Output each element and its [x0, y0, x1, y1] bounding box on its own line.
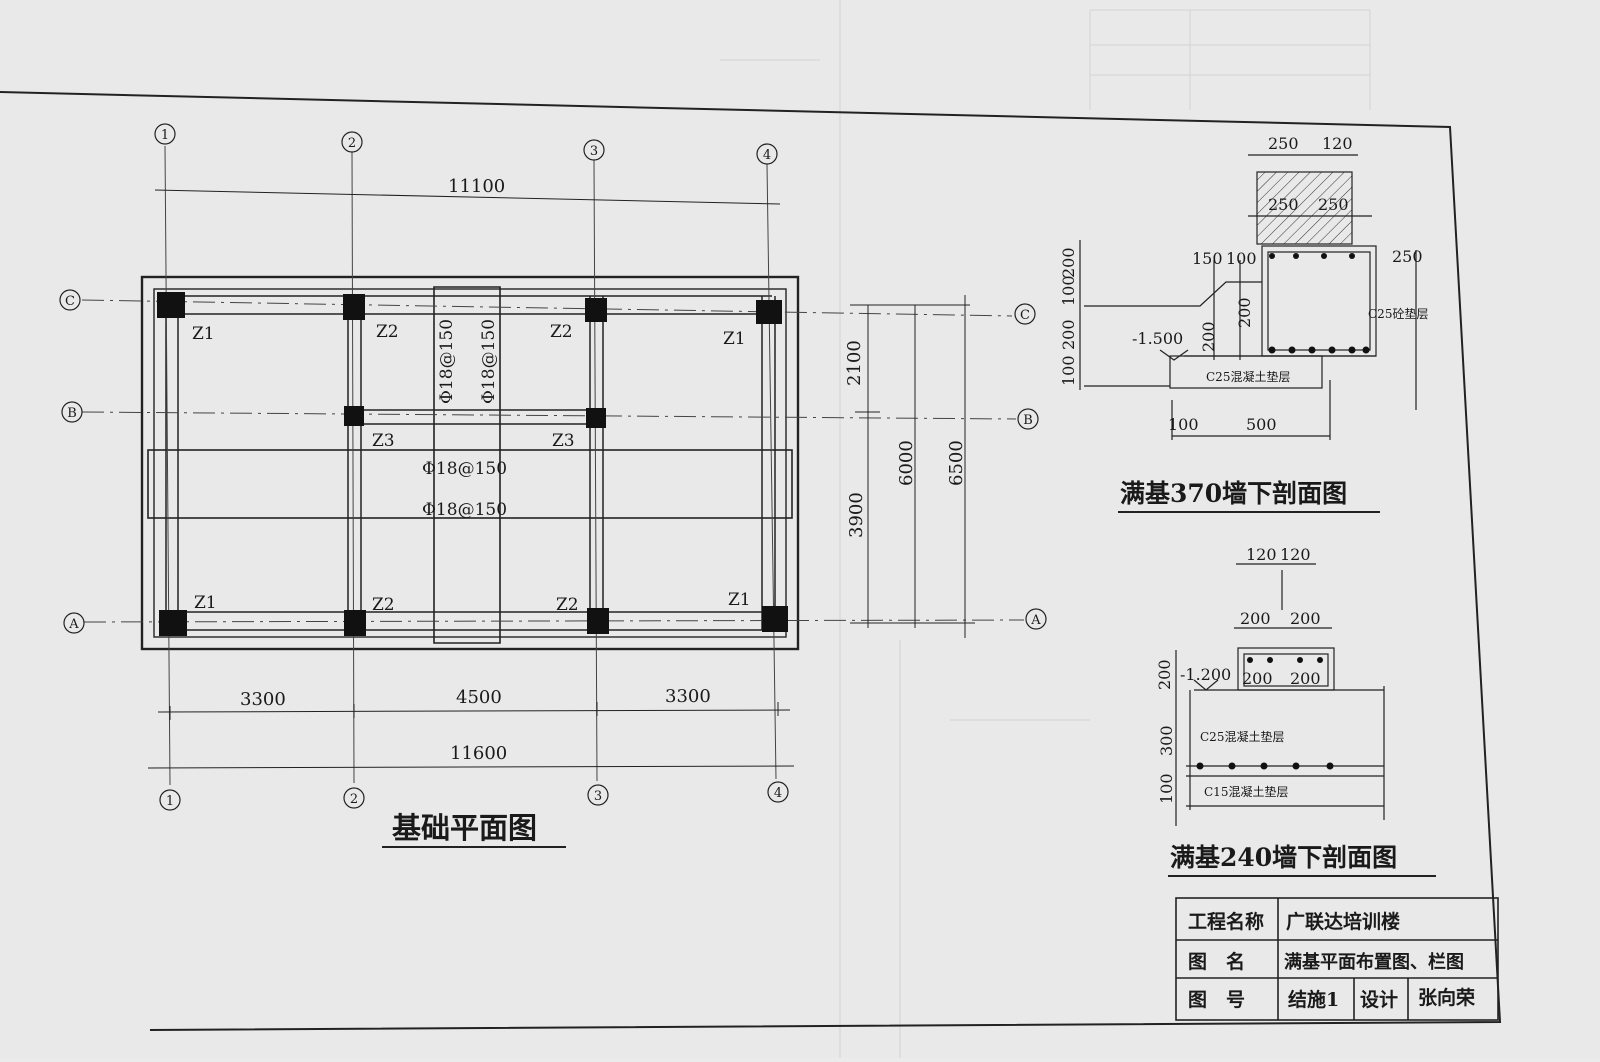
sec240-dim-inner: 200 — [1242, 669, 1273, 688]
sec370-elevation: -1.500 — [1132, 329, 1183, 348]
axis-bubble-b-left: B — [67, 406, 77, 421]
sec240-dim-mid: 200 — [1290, 609, 1321, 628]
dim-right: 6000 — [896, 440, 917, 486]
slab-outline — [140, 275, 800, 651]
column-label: Z1 — [192, 324, 215, 344]
axis-bubble-4-top: 4 — [763, 148, 771, 163]
dim-span: 4500 — [456, 687, 502, 708]
column-label: Z2 — [376, 322, 399, 342]
sec370-dim-inner: 200 — [1235, 297, 1254, 328]
dim-right: 3900 — [846, 492, 867, 538]
dim-span: 3300 — [665, 686, 711, 707]
section-370: 250 120 250 250 150 100 250 200 100 200 … — [1059, 134, 1428, 513]
sec240-title: 满基240墙下剖面图 — [1170, 843, 1397, 872]
rebar-note: Φ18@150 — [479, 319, 499, 404]
dim-right: 6500 — [946, 440, 967, 486]
rebar-note: Φ18@150 — [437, 319, 457, 404]
sec240-material: C25混凝土垫层 — [1200, 729, 1284, 744]
tb-project-label: 工程名称 — [1188, 910, 1264, 933]
axis-bubble-a-right: A — [1030, 613, 1041, 628]
dimension-lines — [147, 189, 975, 769]
sec370-dim-top: 120 — [1322, 134, 1353, 153]
tb-number-value: 结施1 — [1288, 988, 1339, 1011]
sec370-dim-bottom: 500 — [1246, 415, 1277, 434]
sec370-dim-wall: 250 — [1318, 195, 1349, 214]
sec240-dim-top: 120 — [1246, 545, 1277, 564]
sec370-dim-wall: 250 — [1268, 195, 1299, 214]
columns — [157, 292, 788, 636]
tb-number-label: 图 号 — [1188, 989, 1245, 1011]
sec240-material: C15混凝土垫层 — [1204, 784, 1288, 799]
axis-bubble-c-left: C — [65, 294, 75, 309]
rebar-note: Φ18@150 — [422, 459, 507, 479]
sec370-dim-top: 250 — [1268, 134, 1299, 153]
sec240-dim-left: 100 — [1157, 773, 1176, 804]
sec240-dim-left: 300 — [1157, 725, 1176, 756]
foundation-beams — [165, 295, 776, 631]
tb-drawing-value: 满基平面布置图、栏图 — [1284, 951, 1464, 973]
rebar-notes: Φ18@150 Φ18@150 Φ18@150 Φ18@150 — [422, 319, 507, 520]
grid-axis-lines — [81, 145, 1025, 786]
axis-bubble-3-bottom: 3 — [594, 789, 602, 804]
background-ghost-lines — [720, 0, 1371, 1058]
sec370-dim-left: 100 — [1059, 355, 1078, 386]
axis-bubble-a-left: A — [68, 617, 79, 632]
sec370-title: 满基370墙下剖面图 — [1120, 479, 1347, 508]
sec370-material: C25混凝土垫层 — [1206, 369, 1290, 384]
sec370-dim-left: 100 — [1059, 275, 1078, 306]
column-label: Z1 — [728, 590, 751, 610]
sec240-dim-left: 200 — [1155, 659, 1174, 690]
sec370-dim-inner: 200 — [1199, 321, 1218, 352]
sec240-dim-top: 120 — [1280, 545, 1311, 564]
tb-designer: 张向荣 — [1418, 986, 1475, 1009]
axis-bubble-1-bottom: 1 — [166, 794, 174, 809]
foundation-plan: 1 2 3 4 1 2 3 4 C B A C B A — [59, 123, 1047, 848]
axis-bubble-2-bottom: 2 — [350, 792, 358, 807]
plan-title: 基础平面图 — [392, 811, 537, 845]
sec370-dim-mid: 250 — [1392, 247, 1423, 266]
column-label: Z1 — [723, 329, 746, 349]
dim-bottom-total: 11600 — [450, 743, 507, 764]
sec370-dim-mid: 150 — [1192, 249, 1223, 268]
column-label: Z2 — [372, 595, 395, 615]
plan-dimensions: 11100 3300 4500 3300 11600 2100 3900 600… — [240, 176, 967, 764]
tb-design-label: 设计 — [1360, 989, 1398, 1011]
sec240-dim-mid: 200 — [1240, 609, 1271, 628]
sec370-material: C25砼垫层 — [1368, 306, 1428, 321]
dim-span: 3300 — [240, 689, 286, 710]
rebar-note: Φ18@150 — [422, 500, 507, 520]
axis-bubble-3-top: 3 — [590, 144, 598, 159]
tb-drawing-label: 图 名 — [1188, 950, 1245, 973]
sec370-dim-left: 200 — [1059, 319, 1078, 350]
sec370-dim-left: 200 — [1059, 247, 1078, 278]
sec370-dim-bottom: 100 — [1168, 415, 1199, 434]
sheet-frame — [0, 91, 1502, 1031]
section-240: 120 120 200 200 200 200 -1.200 200 300 1… — [1155, 545, 1436, 877]
axis-bubble-2-top: 2 — [348, 136, 356, 151]
column-label: Z1 — [194, 593, 217, 613]
axis-bubbles — [59, 123, 1047, 811]
sec370-dim-mid: 100 — [1226, 249, 1257, 268]
dim-right: 2100 — [844, 340, 865, 386]
axis-bubble-b-right: B — [1023, 413, 1033, 428]
tb-project-value: 广联达培训楼 — [1286, 910, 1400, 933]
axis-bubble-c-right: C — [1020, 308, 1030, 323]
column-label: Z2 — [556, 595, 579, 615]
title-block: 工程名称 广联达培训楼 图 名 满基平面布置图、栏图 图 号 结施1 设计 张向… — [1175, 897, 1499, 1021]
column-label: Z3 — [552, 431, 575, 451]
column-label: Z2 — [550, 322, 573, 342]
sec240-dim-inner: 200 — [1290, 669, 1321, 688]
column-labels: Z1 Z2 Z2 Z1 Z3 Z3 Z1 Z2 Z2 Z1 — [192, 322, 751, 615]
sec240-elevation: -1.200 — [1180, 665, 1231, 684]
axis-bubble-1-top: 1 — [161, 128, 169, 143]
column-label: Z3 — [372, 431, 395, 451]
axis-bubble-4-bottom: 4 — [774, 786, 782, 801]
dim-top-total: 11100 — [448, 176, 505, 197]
